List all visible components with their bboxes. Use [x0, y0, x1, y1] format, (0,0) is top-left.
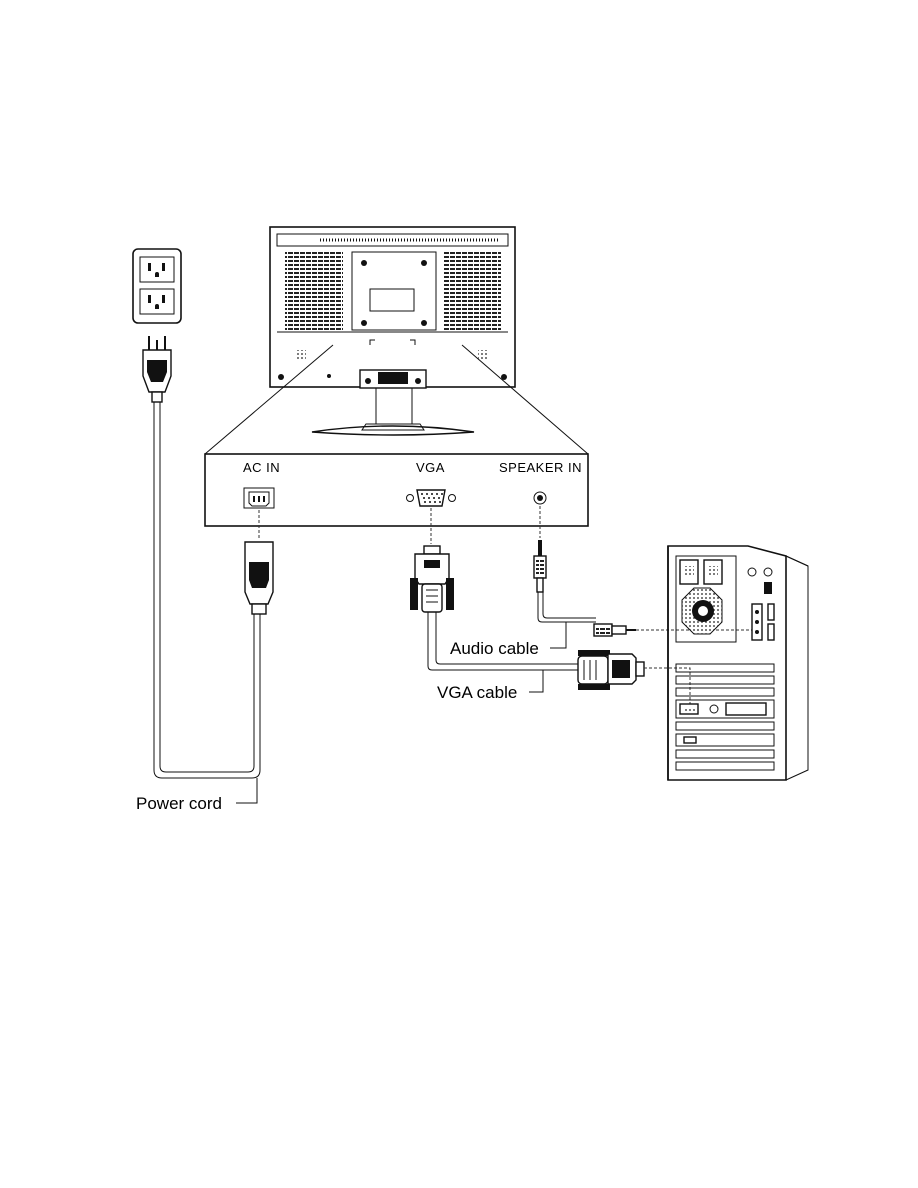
vga-cable-label: VGA cable — [437, 683, 517, 702]
power-cord-leader — [236, 778, 257, 803]
speaker-jack-icon — [534, 492, 546, 504]
power-plug-icon — [143, 336, 171, 402]
pc-tower-icon — [668, 546, 808, 780]
power-cord-line — [154, 402, 260, 778]
monitor-back-icon — [270, 227, 515, 435]
vga-port-label: VGA — [416, 460, 445, 475]
speaker-in-label: SPEAKER IN — [499, 460, 582, 475]
vga-cable-leader — [529, 670, 543, 692]
ac-inlet-icon — [244, 488, 274, 508]
audio-cable-leader — [550, 622, 566, 648]
vga-connector-icon — [410, 546, 454, 612]
wall-outlet-icon — [133, 249, 181, 323]
zoom-line-right — [462, 345, 588, 454]
ac-connector-icon — [245, 542, 273, 614]
audio-plug-pc-icon — [594, 624, 636, 636]
audio-plug-icon — [534, 540, 546, 592]
audio-cable-label: Audio cable — [450, 639, 539, 658]
vga-port-icon — [407, 490, 456, 506]
zoom-line-left — [205, 345, 333, 454]
vga-plug-pc-icon — [578, 650, 644, 690]
ac-in-label: AC IN — [243, 460, 280, 475]
power-cord-label: Power cord — [136, 794, 222, 813]
